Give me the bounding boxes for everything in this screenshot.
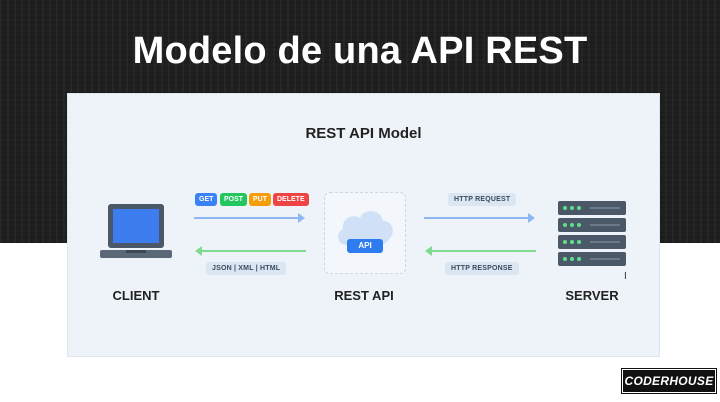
- api-box: API: [324, 192, 406, 274]
- method-post-badge: POST: [220, 193, 248, 206]
- coderhouse-logo: CODERHOUSE: [622, 369, 716, 393]
- method-delete-badge: DELETE: [273, 193, 309, 206]
- http-request-pill: HTTP REQUEST: [448, 193, 517, 206]
- formats-pill: JSON | XML | HTML: [206, 262, 287, 275]
- http-response-pill: HTTP RESPONSE: [445, 262, 519, 275]
- server-icon: [558, 201, 626, 266]
- slide-title: Modelo de una API REST: [132, 30, 588, 72]
- api-badge: API: [347, 239, 383, 253]
- method-put-badge: PUT: [249, 193, 271, 206]
- client-label: CLIENT: [112, 288, 160, 303]
- server-label: SERVER: [565, 288, 619, 303]
- request-arrow-server: [424, 213, 535, 223]
- rest-api-label: REST API: [334, 288, 394, 303]
- cloud-icon: [338, 211, 393, 245]
- response-arrow-server: [425, 246, 536, 256]
- request-arrow-client: [194, 213, 305, 223]
- text-cursor-icon: I: [624, 271, 627, 282]
- response-arrow-client: [195, 246, 306, 256]
- laptop-icon: [100, 204, 172, 258]
- method-get-badge: GET: [195, 193, 218, 206]
- diagram-title: REST API Model: [305, 125, 422, 142]
